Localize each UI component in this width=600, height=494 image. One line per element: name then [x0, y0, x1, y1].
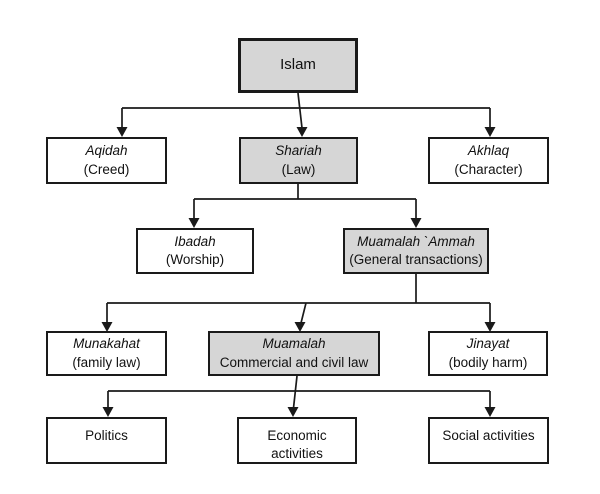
node-aqidah-label: Aqidah	[85, 143, 128, 159]
connector-muamalah-ammah-children	[101, 274, 496, 332]
connector-muamalah-children	[102, 375, 496, 417]
node-muamalah-label: Muamalah	[262, 336, 326, 352]
node-ibadah-sublabel: (Worship)	[165, 252, 225, 267]
node-jinayat-label: Jinayat	[466, 336, 510, 352]
node-politics-label: Politics	[85, 428, 128, 443]
node-akhlaq-label: Akhlaq	[467, 143, 510, 159]
node-ibadah: Ibadah (Worship)	[136, 228, 254, 274]
node-aqidah: Aqidah (Creed)	[46, 137, 167, 184]
node-muamalah: Muamalah Commercial and civil law	[208, 331, 380, 376]
node-politics: Politics	[46, 417, 167, 464]
node-ibadah-label: Ibadah	[174, 233, 216, 249]
node-social-activities: Social activities	[428, 417, 549, 464]
node-shariah-sublabel: (Law)	[281, 161, 316, 177]
node-akhlaq: Akhlaq (Character)	[428, 137, 549, 184]
node-muamalah-ammah-sublabel: (General transactions)	[349, 252, 483, 267]
node-islam-label: Islam	[280, 56, 316, 74]
node-jinayat: Jinayat (bodily harm)	[428, 331, 548, 376]
node-islam: Islam	[238, 38, 358, 93]
node-social-activities-label: Social activities	[442, 428, 535, 443]
node-muamalah-ammah: Muamalah `Ammah (General transactions)	[343, 228, 489, 274]
connector-islam-children	[116, 92, 496, 137]
connector-shariah-children	[188, 184, 422, 228]
node-munakahat: Munakahat (family law)	[46, 331, 167, 376]
node-aqidah-sublabel: (Creed)	[83, 161, 130, 177]
node-muamalah-ammah-label: Muamalah `Ammah	[357, 233, 475, 249]
node-shariah: Shariah (Law)	[239, 137, 358, 184]
node-munakahat-sublabel: (family law)	[72, 354, 141, 370]
node-jinayat-sublabel: (bodily harm)	[448, 354, 528, 370]
node-muamalah-sublabel: Commercial and civil law	[219, 354, 369, 370]
node-economic-activities-label: Economic activities	[267, 428, 327, 462]
node-shariah-label: Shariah	[275, 143, 322, 159]
node-akhlaq-sublabel: (Character)	[454, 161, 523, 177]
node-economic-activities: Economic activities	[237, 417, 357, 464]
node-munakahat-label: Munakahat	[73, 336, 140, 352]
